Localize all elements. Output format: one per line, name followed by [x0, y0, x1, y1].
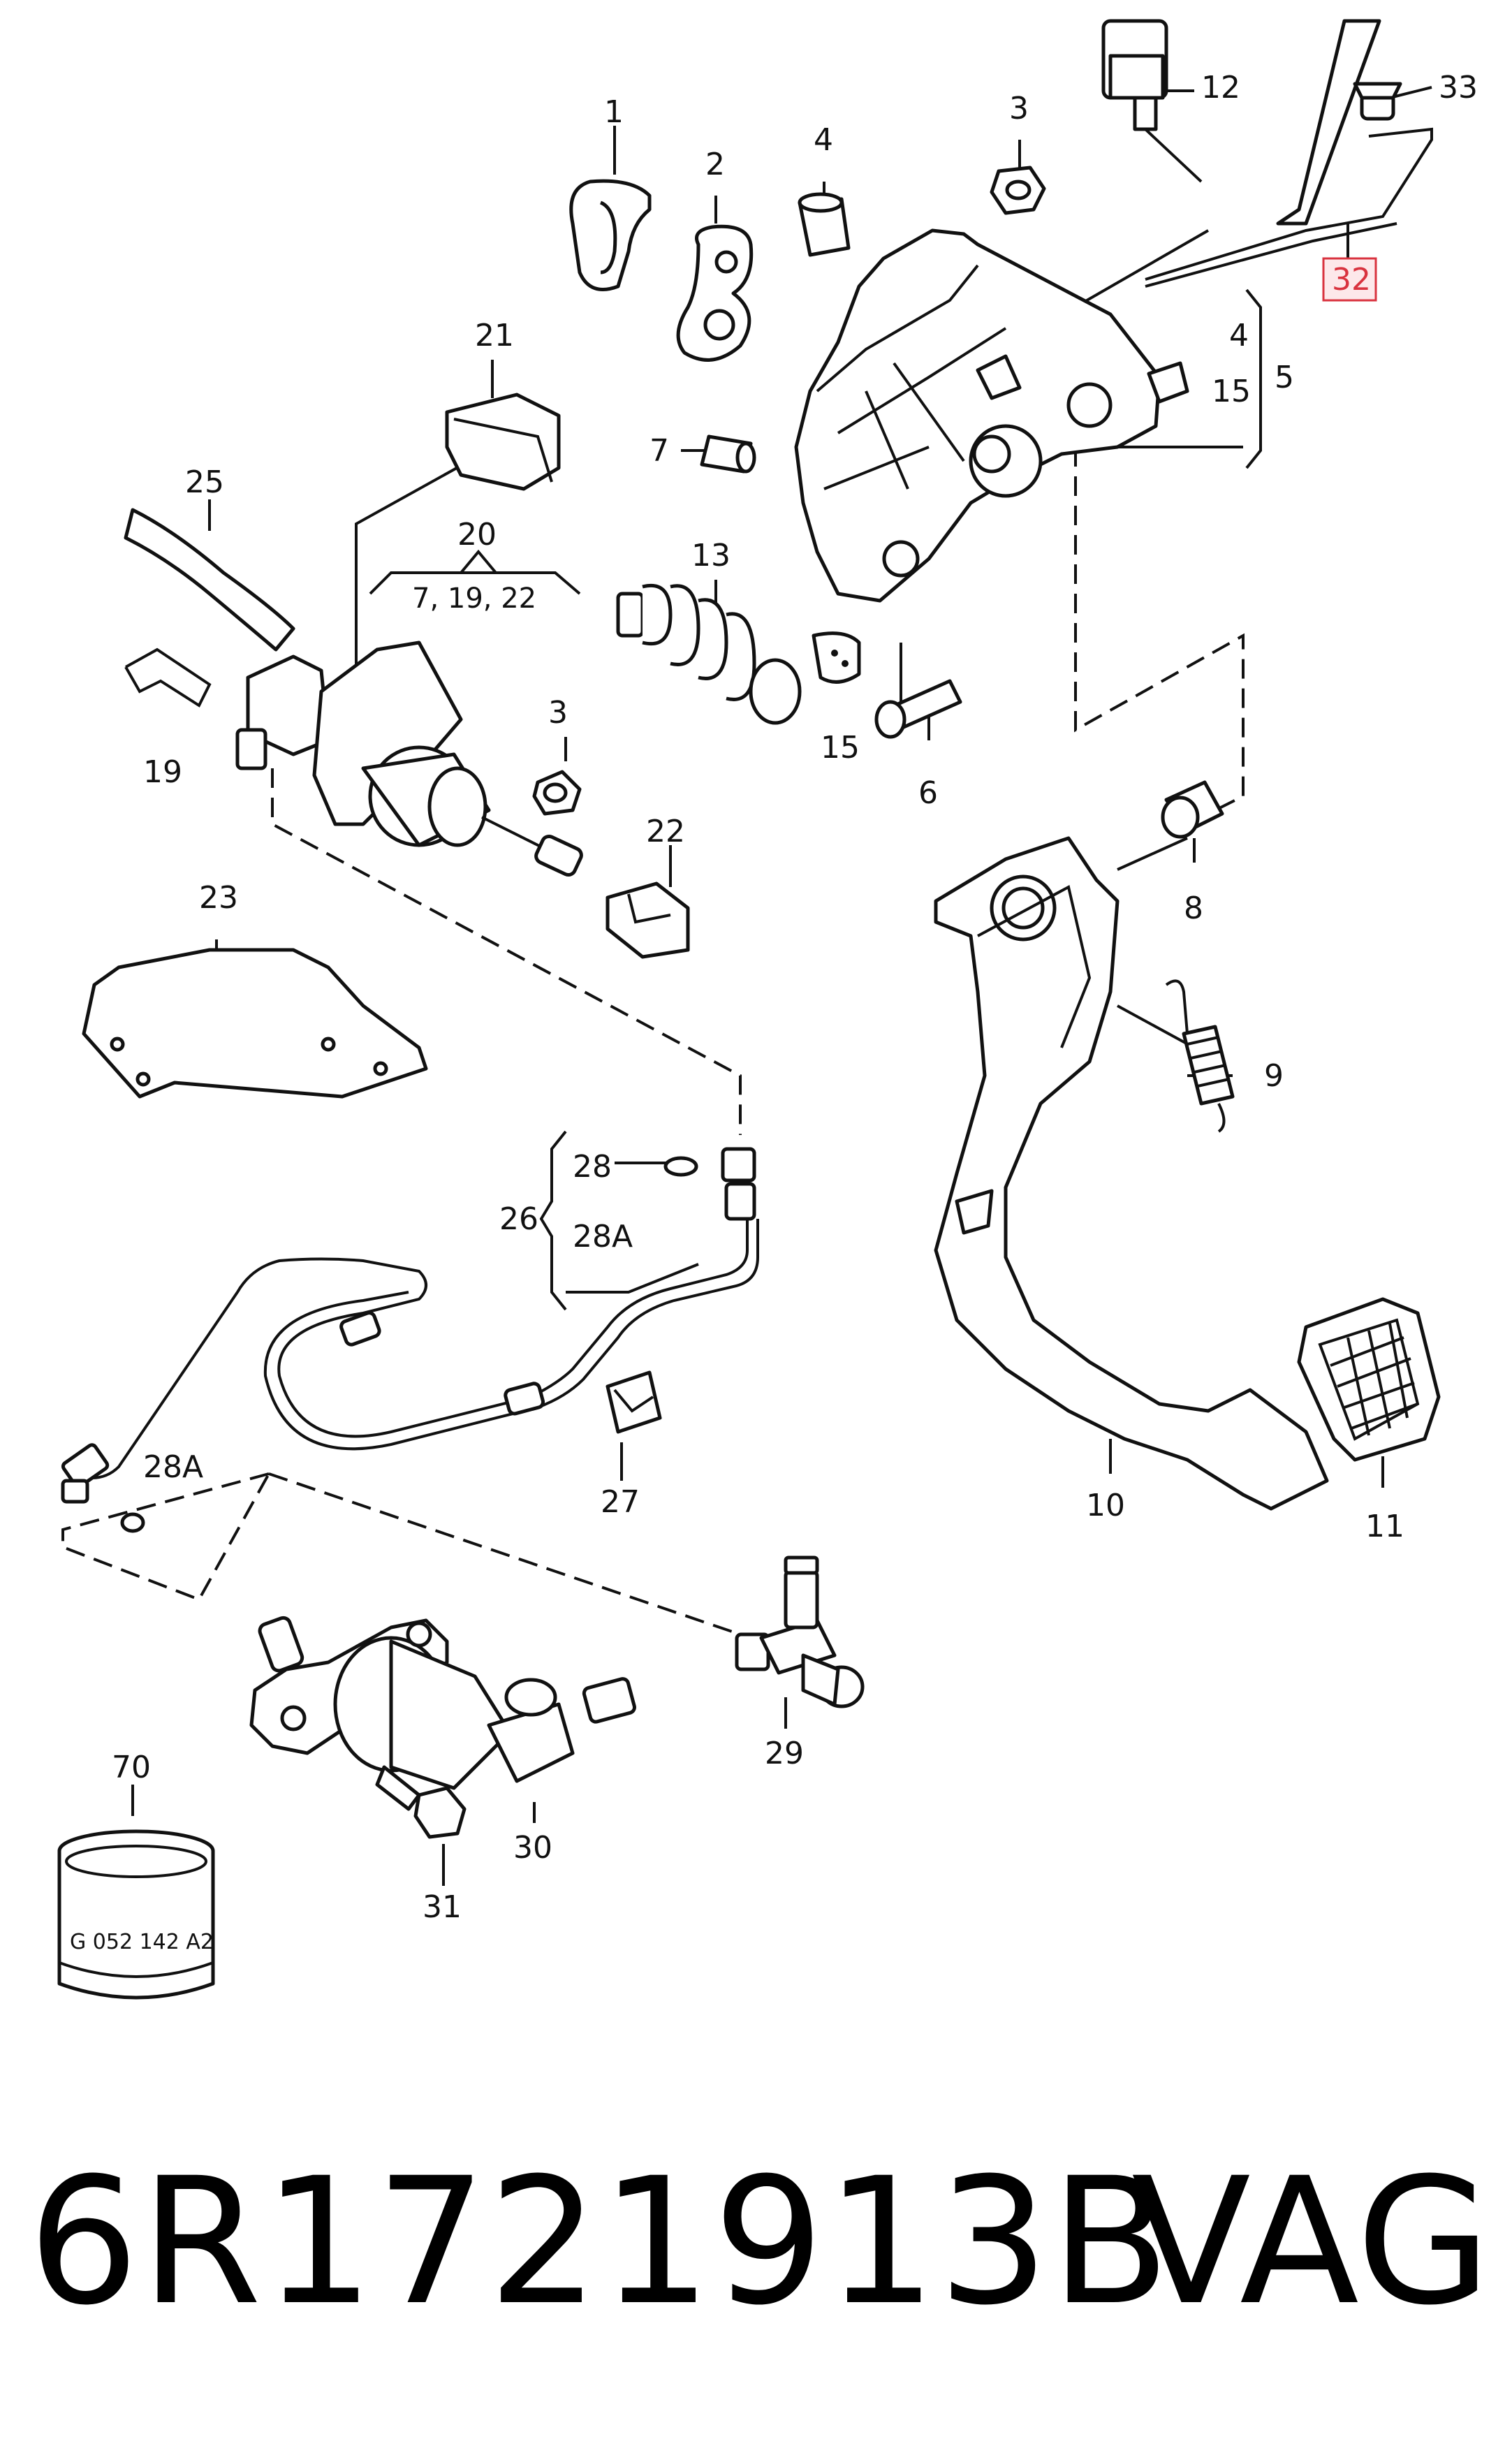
sleeve-stamp: G 052 142 A2 [70, 1930, 214, 1954]
part-23-heat-shield [82, 948, 428, 1099]
callout-2: 2 [705, 147, 725, 182]
callout-25: 25 [185, 464, 224, 500]
brand-label: VAG [1131, 2140, 1492, 2343]
callout-8: 8 [1184, 891, 1203, 926]
callout-28: 28 [573, 1149, 612, 1185]
pedal-bracket-housing [794, 228, 1189, 603]
parts-diagram: 1 2 3 4 12 33 32 4 5 15 21 7 25 20 7, 19… [57, 19, 1478, 2000]
part-2-gasket [676, 224, 754, 362]
callout-3-mid: 3 [548, 695, 568, 731]
dashed-connections [61, 447, 1245, 1636]
part-27-clip [605, 1370, 662, 1434]
callout-33: 33 [1439, 70, 1478, 105]
footer: 6R1721913B VAG [0, 2137, 1512, 2347]
part-6-rod [874, 679, 962, 739]
callout-12: 12 [1201, 70, 1240, 105]
part-31-bolt [375, 1765, 467, 1839]
callout-6: 6 [918, 775, 938, 811]
part-33-clip [1353, 82, 1402, 121]
part-21-connector [445, 393, 561, 491]
callout-15-right: 15 [1212, 374, 1251, 409]
part-12-sensor [1101, 19, 1203, 183]
part-11-pedal-pad [1297, 1297, 1441, 1462]
callout-10: 10 [1086, 1488, 1125, 1523]
part-22-clip [605, 881, 690, 959]
part-8-bushing [1161, 780, 1224, 839]
leader-lines [131, 86, 1432, 1886]
callout-9: 9 [1264, 1058, 1284, 1094]
part-28-fitting [663, 1147, 756, 1221]
part-20-master-cylinder [235, 640, 583, 877]
callout-13: 13 [691, 538, 731, 573]
part-19-clip [124, 647, 212, 708]
part-7-pin [700, 434, 756, 474]
part-13-spring [616, 584, 802, 725]
callout-labels: 1 2 3 4 12 33 32 4 5 15 21 7 25 20 7, 19… [70, 70, 1478, 1954]
callout-1: 1 [604, 94, 624, 130]
callout-21: 21 [475, 318, 514, 353]
callout-22: 22 [646, 814, 685, 849]
part-number: 6R1721913B [28, 2140, 1172, 2343]
callout-20-sub: 7, 19, 22 [412, 583, 536, 615]
callout-4-right: 4 [1229, 318, 1249, 353]
part-3-nut-mid [532, 770, 582, 816]
callout-30: 30 [513, 1830, 552, 1866]
callout-4-top: 4 [814, 122, 833, 158]
callout-29: 29 [765, 1736, 804, 1771]
callout-26: 26 [499, 1201, 538, 1237]
callout-31: 31 [423, 1889, 462, 1925]
callout-27: 27 [601, 1484, 640, 1520]
part-3-nut-top [990, 166, 1046, 215]
part-1-clip [569, 179, 652, 291]
part-25-hose [124, 508, 295, 652]
part-29-bleeder [735, 1555, 865, 1708]
part-32-bracket [1145, 19, 1433, 288]
part-4-bushing [798, 192, 851, 257]
callout-23: 23 [199, 880, 238, 916]
callout-32: 32 [1332, 262, 1371, 298]
part-70-sleeve [57, 1829, 215, 2000]
callout-15-mid: 15 [821, 730, 860, 766]
callout-7: 7 [649, 433, 669, 469]
part-15-button [812, 631, 861, 684]
part-26-hydraulic-line [83, 1219, 759, 1479]
part-30-slave-cylinder [249, 1616, 636, 1790]
callout-11: 11 [1365, 1509, 1404, 1544]
callout-20: 20 [457, 517, 497, 552]
callout-70: 70 [112, 1750, 151, 1785]
callout-32-highlight: 32 [1322, 257, 1377, 302]
callout-28A-left: 28A [143, 1449, 203, 1485]
part-9-spring [1165, 979, 1235, 1133]
part-28A-end [61, 1443, 145, 1533]
callout-19: 19 [143, 754, 182, 790]
callout-5: 5 [1275, 360, 1294, 395]
part-10-pedal-arm [934, 836, 1329, 1511]
callout-3-top: 3 [1009, 91, 1029, 126]
callout-28A-top: 28A [573, 1219, 633, 1254]
